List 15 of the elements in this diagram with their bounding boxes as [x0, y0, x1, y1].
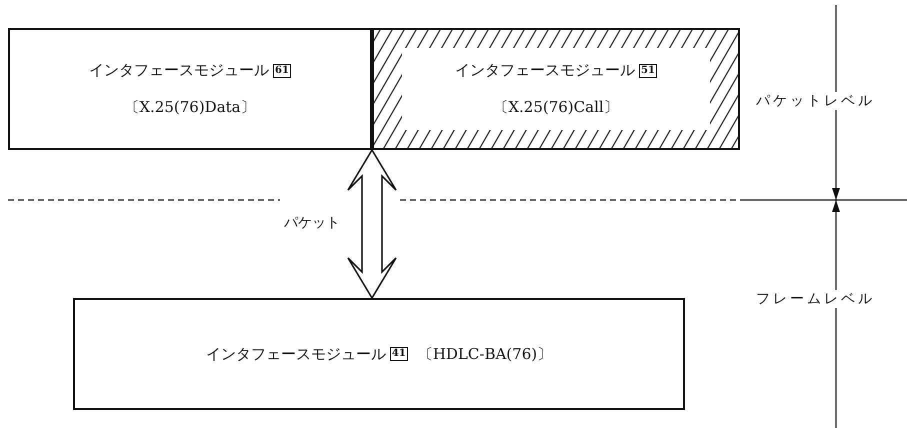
- module-box: [73, 298, 685, 410]
- protocol-name: 〔X.25(76)Call〕: [493, 98, 619, 117]
- reference-number: 51: [639, 64, 657, 78]
- hatched-module-box: [372, 28, 740, 150]
- level-label: パケットレベル: [756, 92, 875, 110]
- module-name: インタフェースモジュール: [89, 61, 270, 80]
- module-name: インタフェースモジュール: [206, 344, 386, 364]
- protocol-name: 〔HDLC-BA(76)〕: [418, 344, 552, 364]
- reference-number: 41: [390, 347, 408, 361]
- module-box: [8, 28, 372, 150]
- protocol-name: 〔X.25(76)Data〕: [124, 98, 256, 117]
- reference-number: 61: [273, 64, 291, 78]
- module-name: インタフェースモジュール: [455, 61, 636, 80]
- double-arrow: [347, 148, 397, 300]
- level-label: フレームレベル: [756, 290, 875, 308]
